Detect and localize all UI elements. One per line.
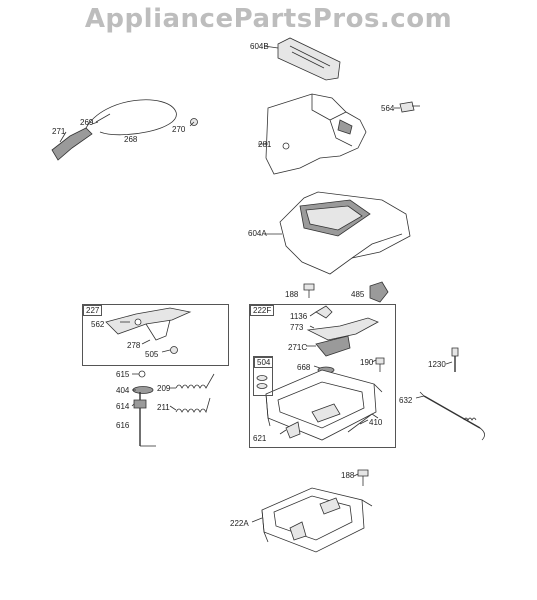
group-tag-227: 227: [83, 305, 103, 316]
part-281-blower-housing: [265, 93, 367, 175]
label-211: 211: [157, 403, 170, 412]
group-tag-222f: 222F: [250, 305, 275, 316]
label-281: 281: [258, 140, 272, 149]
part-621-bracket: [265, 369, 383, 441]
label-1136: 1136: [290, 312, 308, 321]
part-564-screw: [399, 101, 420, 113]
label-773: 773: [290, 323, 304, 332]
label-410: 410: [369, 418, 383, 427]
label-1230: 1230: [428, 360, 446, 369]
part-188-screw: [303, 283, 315, 298]
label-190: 190: [360, 358, 374, 367]
label-621: 621: [253, 434, 267, 443]
label-616: 616: [116, 421, 130, 430]
label-271c: 271C: [288, 343, 308, 352]
label-270: 270: [172, 125, 186, 134]
part-190-screw: [375, 357, 385, 372]
label-485: 485: [351, 290, 365, 299]
label-564: 564: [381, 104, 395, 113]
part-410-link: [347, 413, 379, 433]
part-1136-773-governor-arm: [306, 305, 379, 357]
part-615-spring: [138, 370, 146, 378]
part-211-spring: [175, 397, 211, 414]
group-tag-504: 504: [254, 357, 274, 368]
part-632-rod: [419, 391, 485, 441]
part-268-cable: [85, 99, 177, 136]
part-188-lower-screw: [357, 469, 369, 486]
label-614: 614: [116, 402, 130, 411]
label-278: 278: [127, 341, 141, 350]
part-604a-shroud: [279, 191, 411, 275]
group-box-504: [253, 356, 273, 396]
label-188-lower: 188: [341, 471, 355, 480]
label-271: 271: [52, 127, 66, 136]
label-604b: 604B: [250, 42, 269, 51]
label-632: 632: [399, 396, 413, 405]
label-615: 615: [116, 370, 130, 379]
part-209-spring: [175, 373, 215, 389]
label-269: 269: [80, 118, 94, 127]
group-box-222f: [249, 304, 396, 448]
label-668: 668: [297, 363, 311, 372]
watermark: AppliancePartsPros.com: [84, 4, 453, 34]
label-209: 209: [157, 384, 171, 393]
label-268: 268: [124, 135, 138, 144]
part-616-shaft: [133, 392, 156, 447]
part-485-clip: [369, 281, 389, 303]
label-404: 404: [116, 386, 130, 395]
part-504-kit: [256, 375, 268, 389]
label-222a: 222A: [230, 519, 249, 528]
part-604b-bracket: [277, 37, 341, 81]
label-604a: 604A: [248, 229, 267, 238]
label-562: 562: [91, 320, 105, 329]
part-227-control-lever: [105, 307, 192, 354]
label-188-top: 188: [285, 290, 299, 299]
part-271-lever: [51, 127, 93, 161]
label-505: 505: [145, 350, 159, 359]
leader-lines: [59, 45, 453, 523]
part-222a-control-bracket: [261, 487, 373, 553]
group-box-227: [82, 304, 229, 366]
part-1230-fitting: [451, 347, 459, 372]
